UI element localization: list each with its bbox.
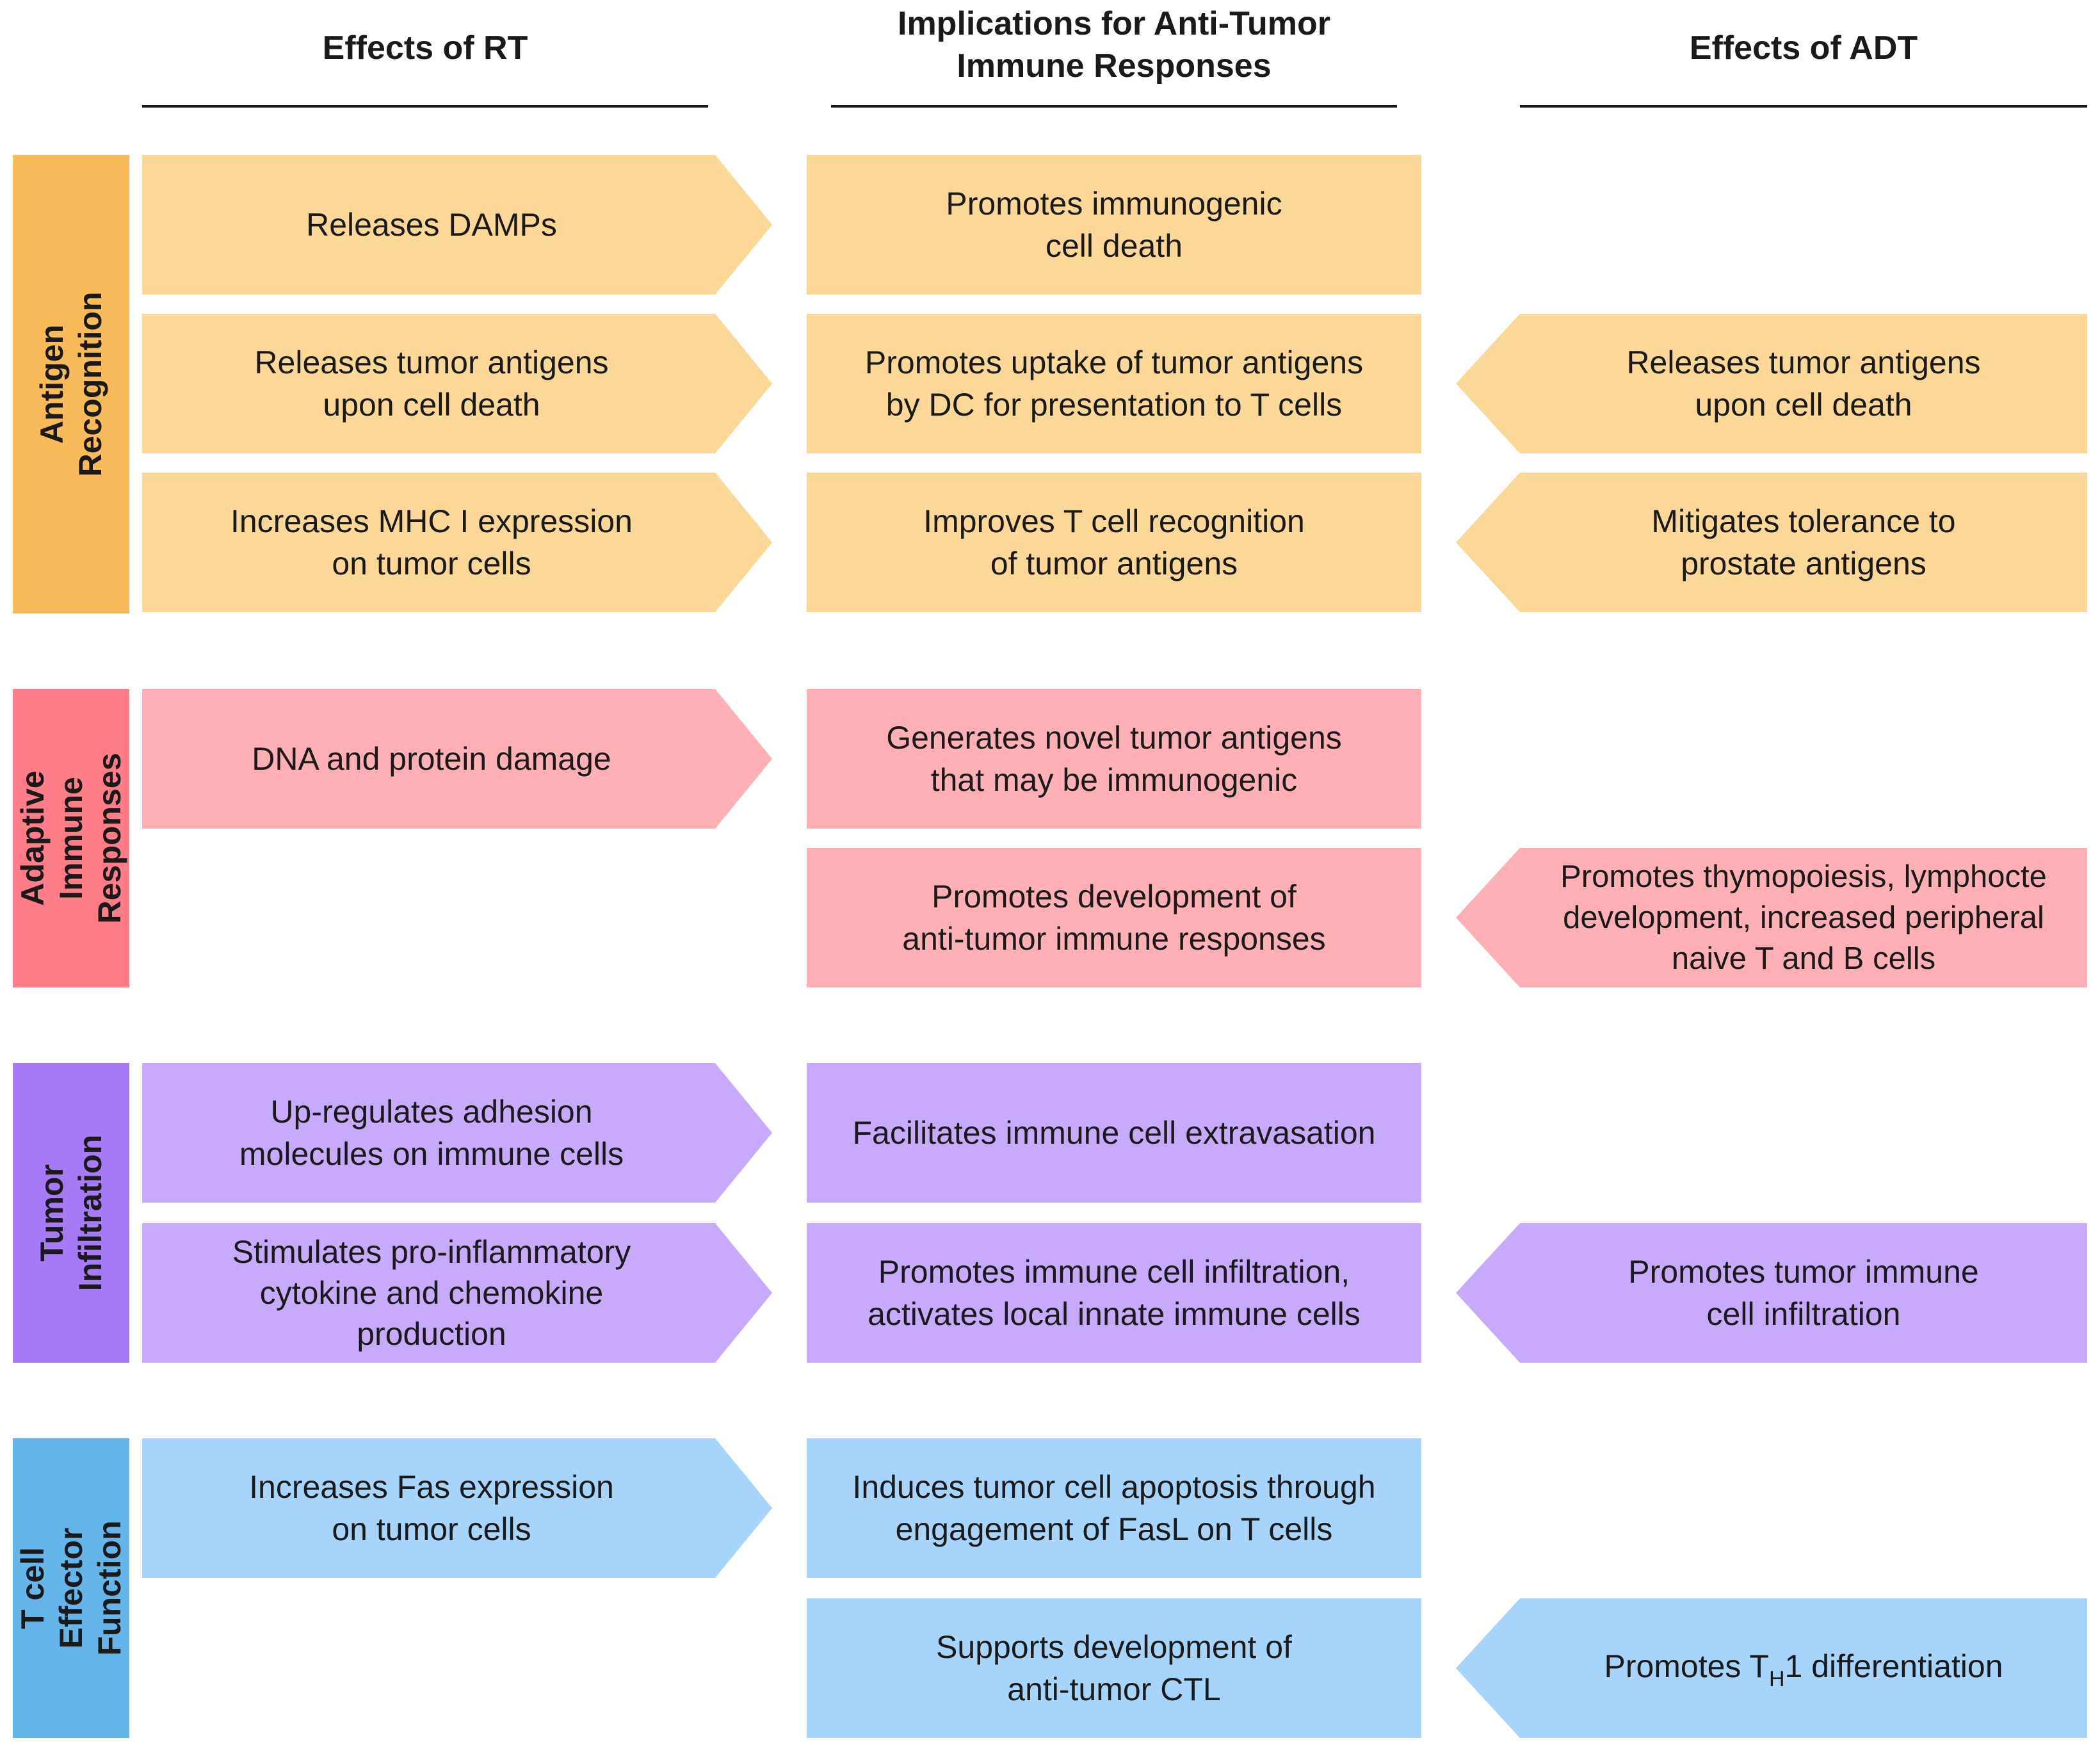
- mid-box-immunogenic-cell-death: Promotes immunogenic cell death: [807, 155, 1421, 295]
- section-label-t-cell-effector-function: T cell Effector Function: [13, 1438, 129, 1738]
- mid-box-apoptosis-fasl: Induces tumor cell apoptosis through eng…: [807, 1438, 1421, 1578]
- rt-box-increases-mhc: Increases MHC I expression on tumor cell…: [142, 473, 772, 612]
- mid-box-t-cell-recognition: Improves T cell recognition of tumor ant…: [807, 473, 1421, 612]
- adt-box-mitigates-tolerance: Mitigates tolerance to prostate antigens: [1456, 473, 2087, 612]
- mid-box-extravasation: Facilitates immune cell extravasation: [807, 1063, 1421, 1203]
- section-label-antigen-recognition: Antigen Recognition: [13, 155, 129, 613]
- adt-box-thymopoiesis: Promotes thymopoiesis, lymphocte develop…: [1456, 848, 2087, 987]
- mid-box-novel-tumor-antigens: Generates novel tumor antigens that may …: [807, 689, 1421, 829]
- mid-box-anti-tumor-immune-responses: Promotes development of anti-tumor immun…: [807, 848, 1421, 987]
- header-rule-mid: [831, 105, 1397, 108]
- rt-box-releases-damps: Releases DAMPs: [142, 155, 772, 295]
- rt-box-dna-protein-damage: DNA and protein damage: [142, 689, 772, 829]
- rt-box-pro-inflammatory: Stimulates pro-inflammatory cytokine and…: [142, 1223, 772, 1363]
- adt-box-releases-tumor-antigens: Releases tumor antigens upon cell death: [1456, 314, 2087, 453]
- adt-box-tumor-immune-infiltration: Promotes tumor immune cell infiltration: [1456, 1223, 2087, 1363]
- header-rule-rt: [142, 105, 708, 108]
- header-effects-of-adt: Effects of ADT: [1689, 29, 1918, 67]
- header-rule-adt: [1520, 105, 2087, 108]
- header-effects-of-rt: Effects of RT: [322, 29, 528, 67]
- header-implications: Implications for Anti-Tumor Immune Respo…: [898, 5, 1330, 85]
- mid-box-anti-tumor-ctl: Supports development of anti-tumor CTL: [807, 1598, 1421, 1738]
- adt-box-th1-differentiation: Promotes TH1 differentiation: [1456, 1598, 2087, 1738]
- section-label-tumor-infiltration: Tumor Infiltration: [13, 1063, 129, 1363]
- rt-box-fas-expression: Increases Fas expression on tumor cells: [142, 1438, 772, 1578]
- adt-th1-text: Promotes TH1 differentiation: [1604, 1648, 2003, 1691]
- rt-box-releases-tumor-antigens: Releases tumor antigens upon cell death: [142, 314, 772, 453]
- mid-box-immune-infiltration: Promotes immune cell infiltration, activ…: [807, 1223, 1421, 1363]
- rt-box-adhesion-molecules: Up-regulates adhesion molecules on immun…: [142, 1063, 772, 1203]
- section-label-adaptive-immune-responses: Adaptive Immune Responses: [13, 689, 129, 987]
- mid-box-uptake-tumor-antigens: Promotes uptake of tumor antigens by DC …: [807, 314, 1421, 453]
